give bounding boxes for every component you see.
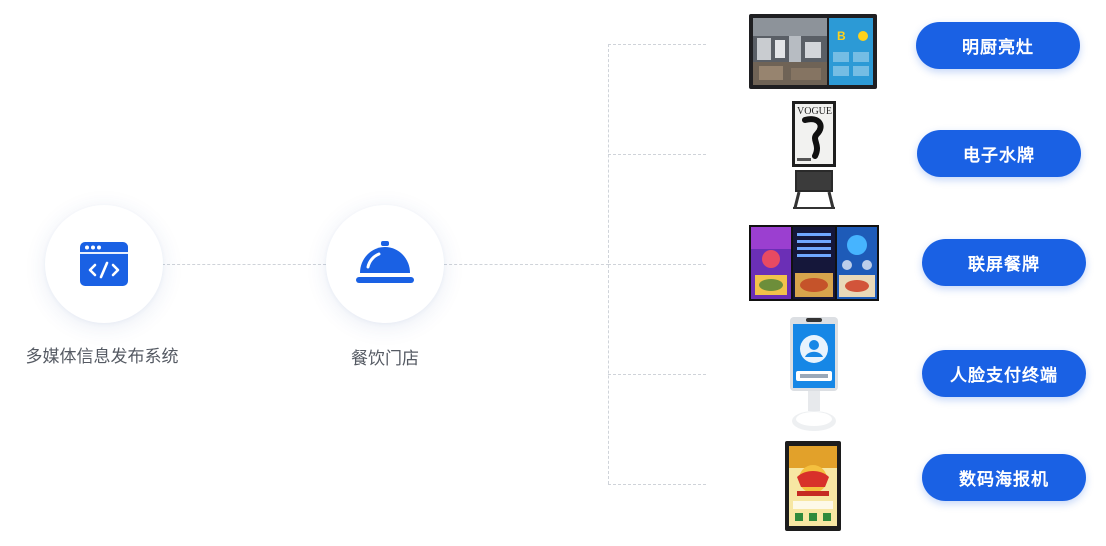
digital-poster-display — [785, 441, 841, 531]
connector-branch-5 — [608, 484, 706, 485]
output-label-menu-board: 联屏餐牌 — [922, 239, 1086, 286]
connector-store-to-trunk — [444, 264, 609, 265]
system-node — [45, 205, 163, 323]
connector-branch-1 — [608, 44, 706, 45]
food-cloche-icon — [356, 241, 414, 283]
system-node-label: 多媒体信息发布系统 — [25, 347, 179, 367]
output-label-poster: 数码海报机 — [922, 454, 1086, 501]
triple-menu-board — [749, 225, 879, 301]
vertical-signage-stand: VOGUE — [792, 101, 836, 209]
connector-branch-3 — [608, 264, 706, 265]
svg-text:B: B — [837, 29, 846, 43]
connector-branch-4 — [608, 374, 706, 375]
store-node-label: 餐饮门店 — [351, 349, 419, 369]
output-label-signage: 电子水牌 — [917, 130, 1081, 177]
connector-system-to-store — [162, 264, 326, 265]
store-node — [326, 205, 444, 323]
connector-branch-2 — [608, 154, 706, 155]
output-label-face-pay: 人脸支付终端 — [922, 350, 1086, 397]
face-payment-kiosk — [790, 317, 838, 431]
output-label-kitchen: 明厨亮灶 — [916, 22, 1080, 69]
svg-text:VOGUE: VOGUE — [797, 106, 832, 117]
code-window-icon — [80, 242, 128, 286]
kitchen-tv-screen: B — [749, 14, 877, 89]
